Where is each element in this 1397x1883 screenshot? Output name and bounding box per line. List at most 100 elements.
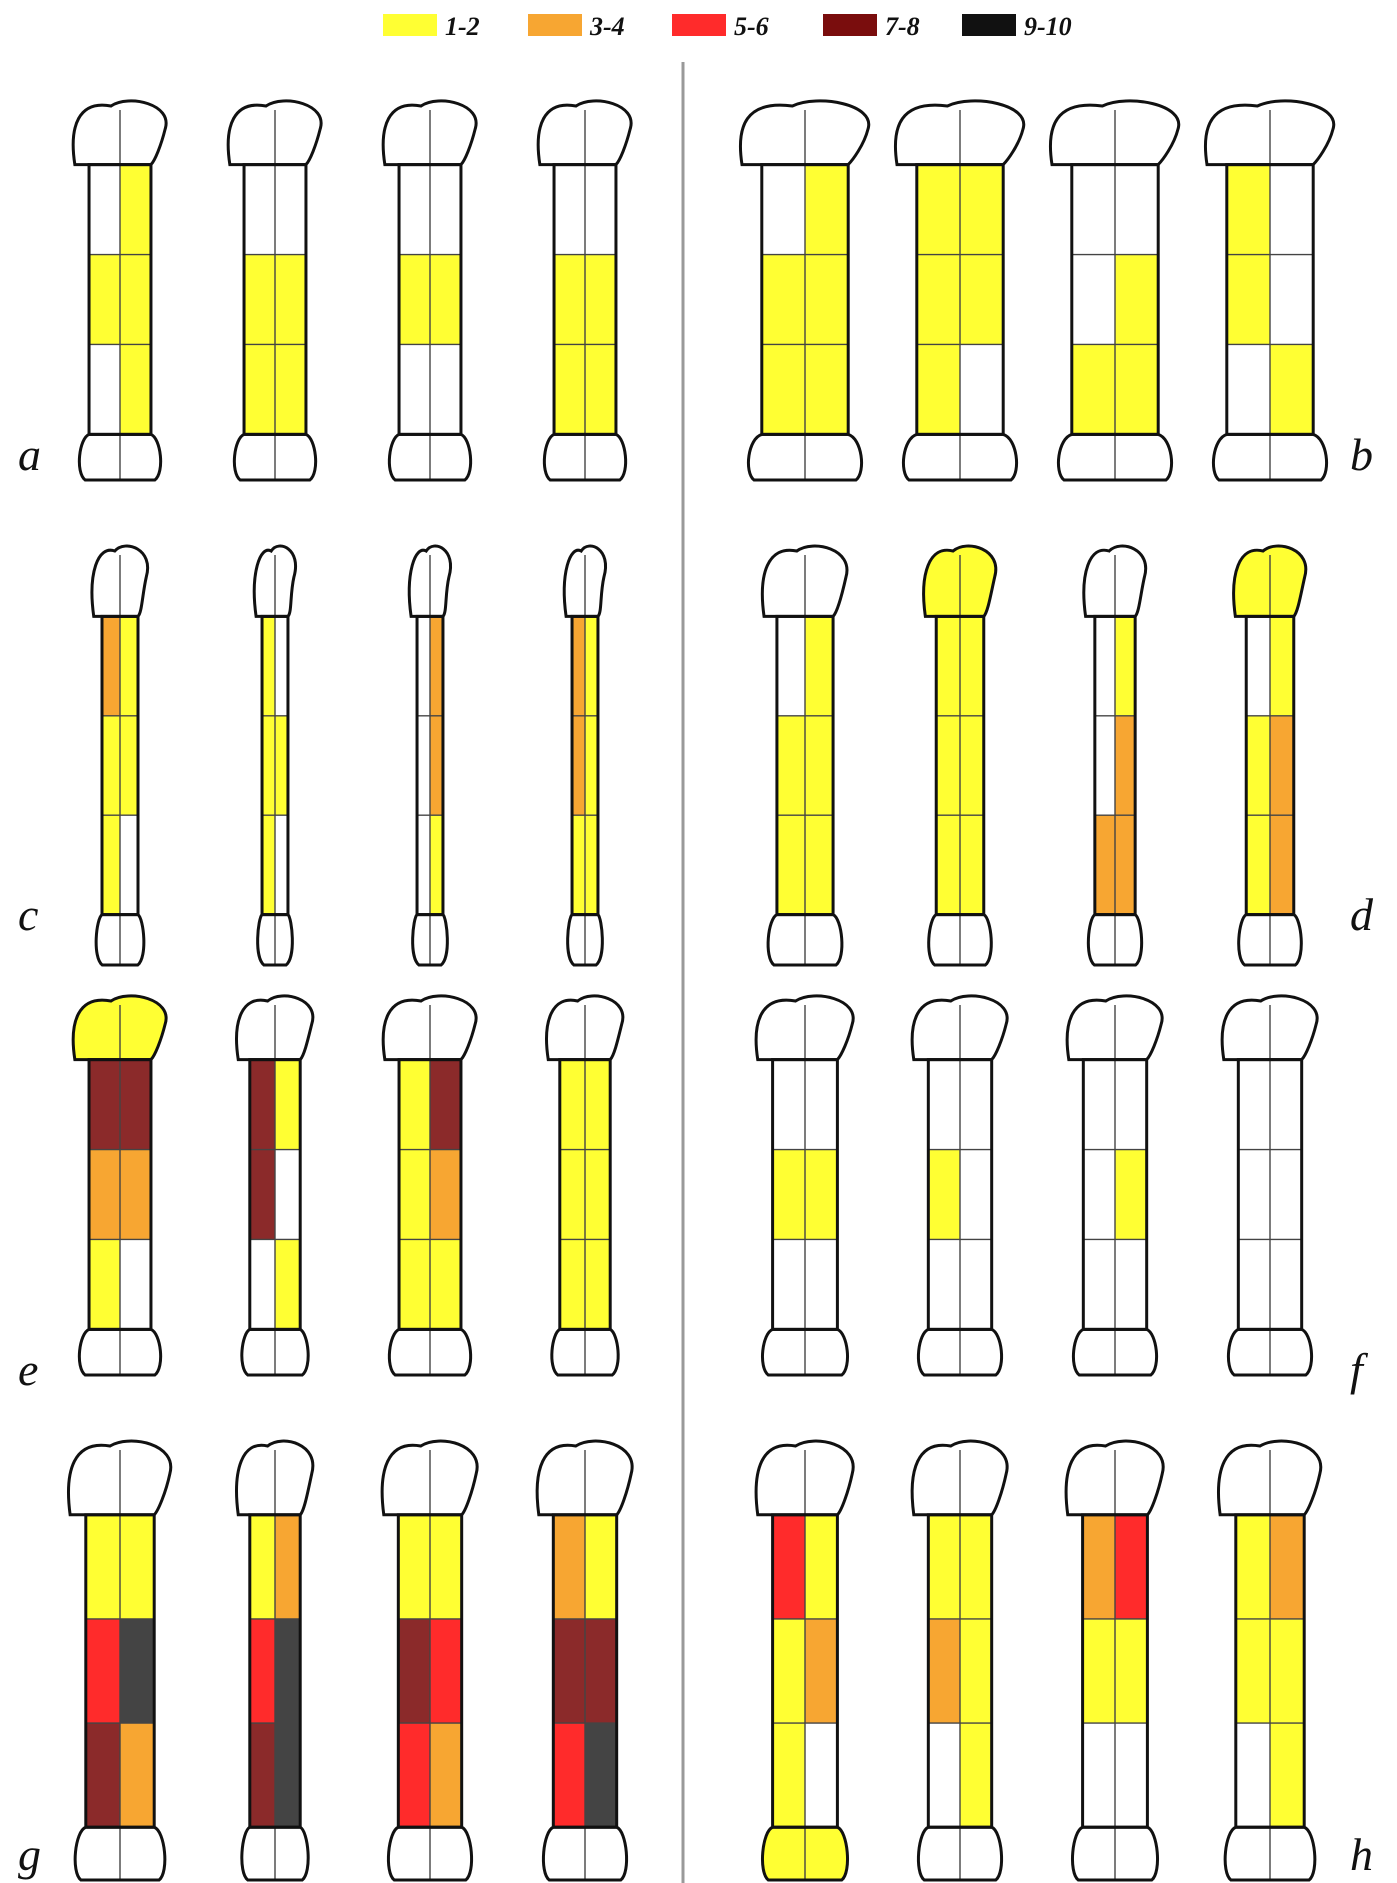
shaft-cell [120, 1619, 154, 1723]
shaft-cell [250, 1515, 275, 1619]
shaft-cell [417, 716, 430, 815]
shaft-cell [120, 165, 151, 255]
shaft-cell [1227, 165, 1270, 255]
shaft-cell [275, 1239, 300, 1329]
shaft-cell [1270, 815, 1294, 914]
bone [237, 1441, 313, 1880]
legend-item: 9-10 [962, 12, 1072, 41]
legend-swatch [823, 14, 877, 36]
shaft-cell [1115, 1723, 1147, 1827]
panel-g [68, 1441, 632, 1880]
shaft-cell [102, 815, 120, 914]
shaft-cell [585, 616, 598, 715]
shaft-cell [960, 1060, 992, 1150]
legend-label: 7-8 [885, 12, 920, 41]
shaft-cell [572, 616, 585, 715]
shaft-cell [1083, 1150, 1115, 1240]
shaft-cell [1115, 616, 1135, 715]
shaft-cell [773, 1723, 805, 1827]
shaft-cell [1115, 1619, 1147, 1723]
shaft-cell [928, 1619, 960, 1723]
shaft-cell [805, 1723, 837, 1827]
legend: 1-2 3-4 5-6 7-8 9-10 [383, 12, 1072, 41]
bone [92, 546, 148, 965]
bone [383, 996, 476, 1375]
shaft-cell [120, 1239, 151, 1329]
bone [73, 101, 166, 480]
shaft-cell [430, 815, 443, 914]
shaft-cell [585, 1515, 617, 1619]
shaft-cell [1238, 1060, 1270, 1150]
shaft-cell [960, 1619, 992, 1723]
shaft-cell [1270, 1723, 1304, 1827]
shaft-cell [917, 344, 960, 434]
shaft-cell [960, 1239, 992, 1329]
shaft-cell [398, 1723, 430, 1827]
shaft-cell [1270, 1239, 1302, 1329]
shaft-cell [430, 1150, 461, 1240]
panel-letter-h: h [1350, 1829, 1373, 1880]
panel-letter-b: b [1350, 429, 1373, 480]
shaft-cell [805, 616, 833, 715]
shaft-cell [399, 165, 430, 255]
shaft-cell [1238, 1239, 1270, 1329]
legend-swatch [383, 14, 437, 36]
shaft-cell [928, 1723, 960, 1827]
bone [924, 546, 996, 965]
bone [1234, 546, 1306, 965]
shaft-cell [1115, 1150, 1147, 1240]
shaft-cell [1115, 165, 1158, 255]
shaft-cell [120, 1150, 151, 1240]
shaft-cell [805, 1515, 837, 1619]
shaft-cell [1095, 815, 1115, 914]
shaft-cell [773, 1239, 805, 1329]
shaft-cell [805, 1619, 837, 1723]
bone [547, 996, 623, 1375]
shaft-cell [1270, 255, 1313, 345]
bone [895, 101, 1023, 480]
shaft-cell [1246, 716, 1270, 815]
shaft-cell [762, 165, 805, 255]
shaft-cell [275, 1060, 300, 1150]
bone [254, 546, 295, 965]
bone [740, 101, 868, 480]
shaft-cell [120, 344, 151, 434]
shaft-cell [120, 1723, 154, 1827]
shaft-cell [1095, 616, 1115, 715]
shaft-cell [250, 1150, 275, 1240]
shaft-cell [430, 344, 461, 434]
shaft-cell [1083, 1515, 1115, 1619]
shaft-cell [89, 344, 120, 434]
shaft-cell [1072, 165, 1115, 255]
shaft-cell [120, 1060, 151, 1150]
shaft-cell [1270, 165, 1313, 255]
shaft-cell [1270, 1515, 1304, 1619]
shaft-cell [554, 165, 585, 255]
shaft-cell [1227, 255, 1270, 345]
legend-item: 5-6 [672, 12, 769, 41]
shaft-cell [250, 1239, 275, 1329]
bone [383, 101, 476, 480]
shaft-cell [89, 1239, 120, 1329]
shaft-cell [1083, 1723, 1115, 1827]
bone [564, 546, 605, 965]
shaft-cell [430, 1619, 462, 1723]
shaft-cell [1083, 1239, 1115, 1329]
shaft-cell [86, 1723, 120, 1827]
shaft-cell [1227, 344, 1270, 434]
shaft-cell [275, 165, 306, 255]
shaft-cell [86, 1619, 120, 1723]
shaft-cell [275, 1150, 300, 1240]
shaft-cell [960, 1150, 992, 1240]
shaft-cell [275, 1723, 300, 1827]
panel-b [740, 101, 1333, 480]
shaft-cell [430, 1723, 462, 1827]
panel-e [73, 996, 623, 1375]
legend-swatch [962, 14, 1016, 36]
shaft-cell [262, 815, 275, 914]
panel-f [756, 996, 1317, 1375]
shaft-cell [1115, 1515, 1147, 1619]
shaft-cell [553, 1515, 585, 1619]
